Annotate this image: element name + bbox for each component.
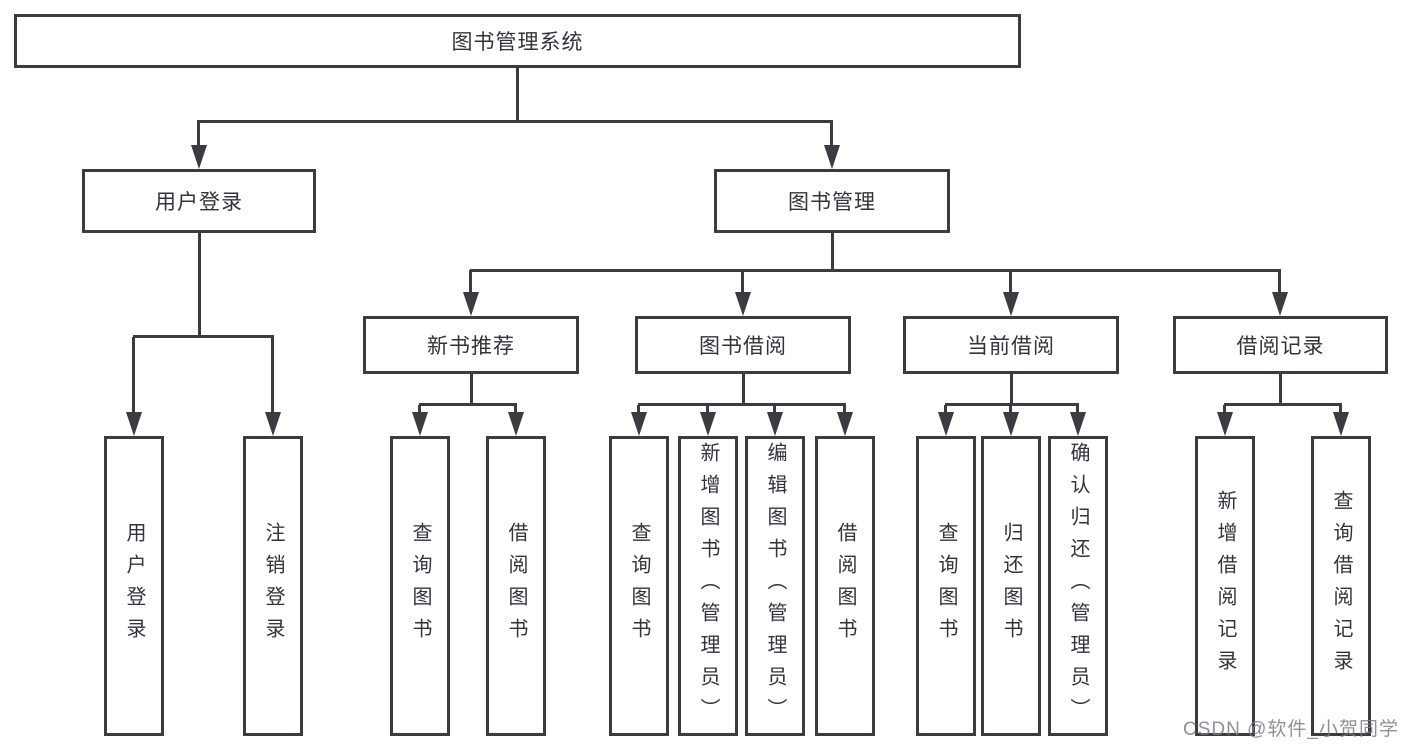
connector-line [945, 403, 1079, 406]
leaf-label: 编辑图书（管理员） [764, 442, 786, 730]
node-label: 新书推荐 [427, 335, 515, 358]
leaf-label: 查询图书 [409, 522, 431, 650]
node-current-borrowing: 当前借阅 [903, 316, 1119, 374]
node-borrow-records: 借阅记录 [1173, 316, 1388, 374]
leaf-query-borrow-record: 查询借阅记录 [1311, 436, 1371, 736]
node-user-login: 用户登录 [82, 169, 316, 233]
arrow-down-icon [1272, 270, 1288, 316]
arrow-down-icon [1333, 405, 1349, 436]
arrow-down-icon [508, 405, 524, 436]
arrow-down-icon [1003, 405, 1019, 436]
arrow-down-icon [938, 405, 954, 436]
leaf-add-borrow-record: 新增借阅记录 [1195, 436, 1255, 736]
arrow-down-icon [1003, 270, 1019, 316]
arrow-down-icon [1217, 405, 1233, 436]
leaf-label: 查询借阅记录 [1330, 490, 1352, 682]
leaf-label: 借阅图书 [505, 522, 527, 650]
leaf-label: 新增图书（管理员） [697, 442, 719, 730]
leaf-edit-books-admin: 编辑图书（管理员） [745, 436, 805, 736]
connector-line [638, 403, 846, 406]
node-library-system: 图书管理系统 [14, 14, 1021, 68]
arrow-down-icon [463, 270, 479, 316]
leaf-label: 确认归还（管理员） [1067, 442, 1089, 730]
connector-line [133, 335, 274, 338]
leaf-return-books: 归还图书 [981, 436, 1041, 736]
arrow-down-icon [631, 405, 647, 436]
csdn-watermark: CSDN @软件_小贺同学 [1183, 719, 1399, 740]
connector-line [470, 269, 1281, 272]
arrow-down-icon [735, 270, 751, 316]
connector-line [1279, 374, 1282, 405]
node-new-book-recommend: 新书推荐 [363, 316, 579, 374]
arrow-down-icon [265, 337, 281, 436]
leaf-logout: 注销登录 [243, 436, 303, 736]
node-label: 借阅记录 [1236, 335, 1325, 358]
node-label: 图书管理 [788, 191, 876, 214]
connector-line [742, 374, 745, 405]
leaf-label: 归还图书 [1000, 522, 1022, 650]
connector-line [198, 120, 833, 123]
connector-line [198, 233, 201, 337]
arrow-down-icon [700, 405, 716, 436]
leaf-user-login: 用户登录 [104, 436, 164, 736]
node-book-management: 图书管理 [714, 169, 950, 233]
arrow-down-icon [824, 120, 840, 169]
leaf-label: 查询图书 [628, 522, 650, 650]
connector-line [419, 403, 517, 406]
arrow-down-icon [412, 405, 428, 436]
arrow-down-icon [837, 405, 853, 436]
arrow-down-icon [1070, 405, 1086, 436]
leaf-label: 注销登录 [262, 522, 284, 650]
arrow-down-icon [126, 337, 142, 436]
leaf-label: 查询图书 [935, 522, 957, 650]
leaf-confirm-return-admin: 确认归还（管理员） [1048, 436, 1108, 736]
connector-line [516, 68, 519, 121]
leaf-query-books: 查询图书 [609, 436, 669, 736]
leaf-query-books: 查询图书 [916, 436, 976, 736]
leaf-label: 用户登录 [123, 522, 145, 650]
arrow-down-icon [767, 405, 783, 436]
arrow-down-icon [191, 120, 207, 169]
leaf-add-books-admin: 新增图书（管理员） [678, 436, 738, 736]
node-label: 图书管理系统 [451, 31, 584, 54]
node-label: 用户登录 [155, 191, 243, 214]
leaf-label: 新增借阅记录 [1214, 490, 1236, 682]
node-book-borrowing: 图书借阅 [635, 316, 851, 374]
leaf-borrow-books: 借阅图书 [815, 436, 875, 736]
connector-line [1010, 374, 1013, 405]
leaf-label: 借阅图书 [834, 522, 856, 650]
node-label: 图书借阅 [699, 335, 787, 358]
leaf-borrow-books: 借阅图书 [486, 436, 546, 736]
connector-line [1224, 403, 1342, 406]
connector-line [831, 233, 834, 271]
connector-line [470, 374, 473, 405]
node-label: 当前借阅 [967, 335, 1055, 358]
leaf-query-books: 查询图书 [390, 436, 450, 736]
